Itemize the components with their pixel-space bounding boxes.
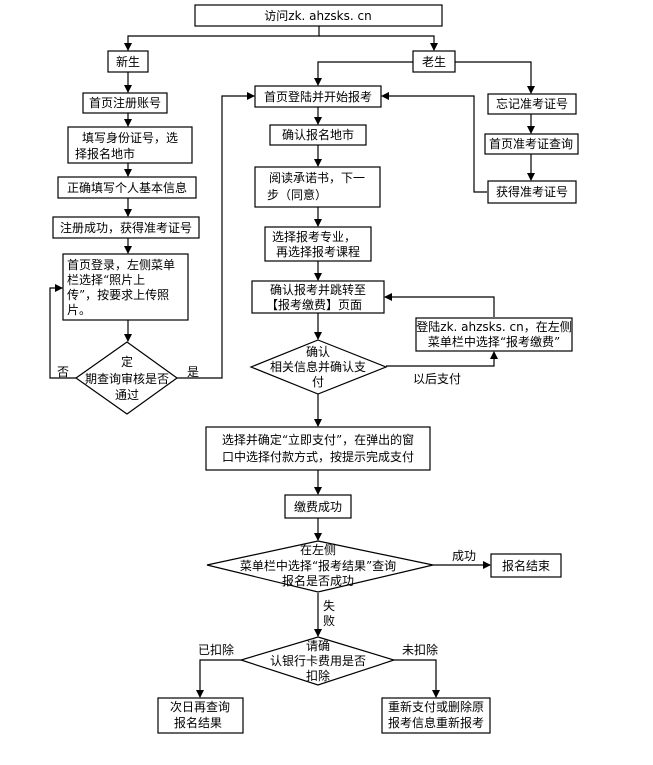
bank-check-decision <box>238 636 396 686</box>
not-deducted-label: 未扣除 <box>402 642 438 657</box>
result-line3: 报名是否成功 <box>282 573 354 588</box>
arrow-bank-to-nextday <box>196 659 241 698</box>
connectors <box>49 26 535 698</box>
get-id-box <box>487 180 577 204</box>
promise-line2: 步（同意） <box>267 187 327 202</box>
done-label: 报名结束 <box>502 558 550 573</box>
next-day-line2: 报名结果 <box>174 715 222 730</box>
later-login-line2: 菜单栏中选择“报考缴费” <box>428 334 560 349</box>
review-line1: 定 <box>121 354 133 369</box>
login-start-label: 首页登陆并开始报考 <box>264 89 372 104</box>
new-student-label: 新生 <box>116 54 140 69</box>
deducted-label: 已扣除 <box>198 642 234 657</box>
register-success-label: 注册成功，获得准考证号 <box>60 220 192 235</box>
login-start-box <box>254 85 382 108</box>
confirm-pay-line3: 付 <box>312 375 324 389</box>
fill-info-label: 正确填写个人基本信息 <box>67 180 187 195</box>
upload-line3: 传”，按要求上传照 <box>67 287 169 302</box>
redo-line1: 重新支付或删除原 <box>388 699 484 714</box>
no-label: 否 <box>57 365 69 379</box>
bank-line3: 扣除 <box>306 668 330 683</box>
choose-course-box <box>264 226 372 262</box>
confirm-city-label: 确认报名地市 <box>282 127 354 142</box>
next-day-line1: 次日再查询 <box>170 700 230 714</box>
next-day-box <box>157 697 244 734</box>
jump-line2: 【报考缴费】页面 <box>266 297 362 312</box>
confirm-pay-line2: 相关信息并确认支 <box>270 359 366 374</box>
query-id-box <box>484 133 579 155</box>
result-line1: 在左侧 <box>300 542 336 557</box>
upload-line4: 片。 <box>67 303 91 317</box>
register-success-box <box>52 216 200 239</box>
pay-now-line1: 选择并确定“立即支付”，在弹出的窗 <box>222 432 414 447</box>
fill-id-line1: 填写身份证号，选 <box>82 130 178 145</box>
choose-line1: 选择报考专业， <box>272 229 356 244</box>
bank-line1: 请确 <box>306 639 330 653</box>
upload-line2: 栏选择“照片上 <box>67 272 145 287</box>
confirm-pay-line1: 确认 <box>306 345 330 359</box>
success-label: 成功 <box>452 549 476 563</box>
arrow-confirm-to-later <box>386 351 498 367</box>
review-decision <box>74 341 179 415</box>
review-line3: 通过 <box>115 388 139 402</box>
fill-id-line2: 择报名地市 <box>75 146 135 161</box>
fill-info-box <box>57 176 197 199</box>
pay-now-line2: 口中选择付款方式，按提示完成支付 <box>222 449 414 464</box>
arrow-old-to-forgot <box>455 61 535 94</box>
yes-label: 是 <box>187 365 199 379</box>
shapes <box>52 4 579 734</box>
arrow-visit-to-new <box>124 26 320 51</box>
confirm-city-box <box>269 124 367 146</box>
redo-box <box>381 697 491 734</box>
arrow-review-no-loop <box>49 284 76 379</box>
pay-now-box <box>205 426 431 471</box>
promise-box <box>254 166 381 208</box>
forgot-id-box <box>487 93 577 115</box>
register-account-label: 首页注册账号 <box>89 95 161 110</box>
visit-box <box>194 4 443 27</box>
labels: 访问zk. ahzsks. cn 新生 老生 首页注册账号 填写身份证号，选 择… <box>57 9 573 730</box>
upload-line1: 首页登录，左侧菜单 <box>67 257 175 272</box>
choose-line2: 再选择报考课程 <box>276 244 360 259</box>
bank-line2: 认银行卡费用是否 <box>270 654 366 668</box>
arrow-review-yes-to-login <box>177 92 255 379</box>
arrow-old-to-login <box>314 61 413 86</box>
later-login-line1: 登陆zk. ahzsks. cn，在左侧 <box>416 319 571 334</box>
redo-line2: 报考信息重新报考 <box>388 715 484 730</box>
promise-line1: 阅读承诺书，下一 <box>269 171 365 185</box>
forgot-id-label: 忘记准考证号 <box>496 96 568 111</box>
query-result-decision <box>206 540 434 593</box>
arrow-later-to-jump <box>384 293 495 317</box>
pay-later-label: 以后支付 <box>413 372 461 386</box>
later-login-box <box>415 317 573 352</box>
upload-photo-box <box>62 253 189 321</box>
new-student-box <box>107 50 149 73</box>
arrow-visit-to-old <box>319 35 438 51</box>
confirm-pay-decision <box>249 339 388 395</box>
jump-line1: 确认报考并跳转至 <box>270 282 366 297</box>
fill-id-box <box>67 126 193 164</box>
fail-line2: 败 <box>323 613 335 628</box>
get-id-label: 获得准考证号 <box>496 184 568 199</box>
pay-success-label: 缴费成功 <box>294 499 342 514</box>
jump-payment-box <box>251 280 385 314</box>
review-line2: 期查询审核是否 <box>85 371 169 386</box>
pay-success-box <box>284 494 352 519</box>
query-id-label: 首页准考证查询 <box>489 137 573 151</box>
old-student-label: 老生 <box>422 55 446 69</box>
register-account-box <box>82 92 168 114</box>
old-student-box <box>412 50 456 73</box>
result-line2: 菜单栏中选择“报考结果”查询 <box>240 558 396 573</box>
arrow-get-to-login <box>381 92 487 193</box>
done-box <box>490 553 562 578</box>
visit-label: 访问zk. ahzsks. cn <box>264 9 371 23</box>
arrow-bank-to-redo <box>394 659 440 698</box>
fail-line1: 失 <box>323 598 335 613</box>
